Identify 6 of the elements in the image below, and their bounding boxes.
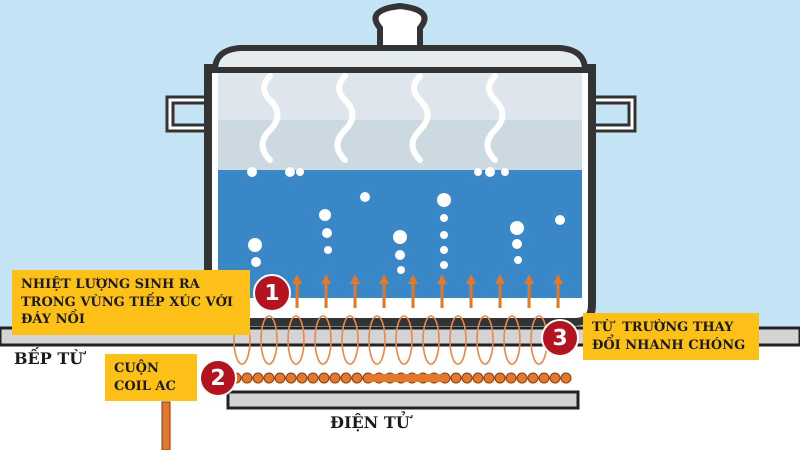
callout-note: NHIỆT LƯỢNG SINH RA TRONG VÙNG TIẾP XÚC VỚI ĐÁY NỒI bbox=[12, 270, 250, 335]
callout-note: CUỘN COIL AC bbox=[105, 354, 197, 402]
part-label: BẾP TỪ bbox=[14, 348, 84, 370]
callout-number: 2 bbox=[199, 359, 237, 397]
part-label: ĐIỆN TỬ bbox=[330, 412, 410, 434]
callout-note: TỪ TRƯỜNG THAY ĐỔI NHANH CHÓNG bbox=[583, 313, 759, 360]
